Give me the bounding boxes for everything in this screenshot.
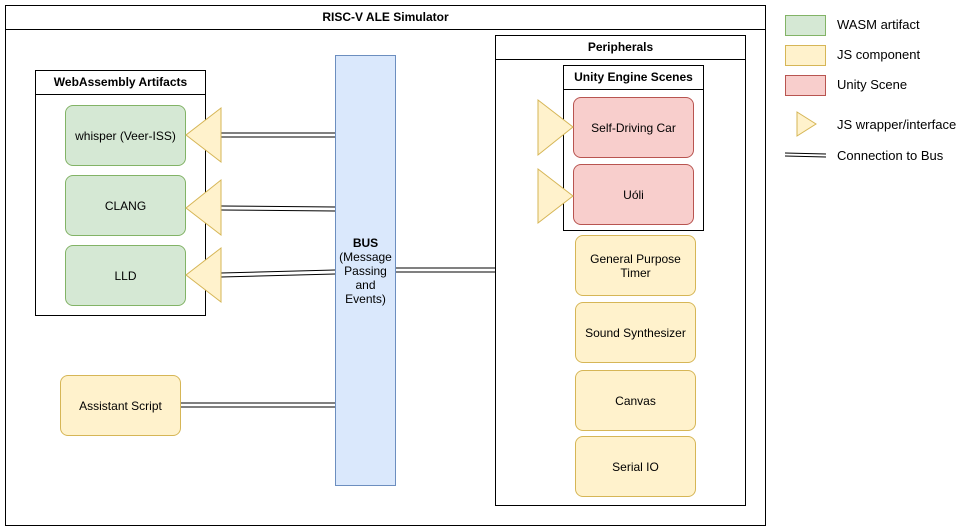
sound-synthesizer-node: Sound Synthesizer: [575, 302, 696, 363]
legend-swatch-wasm: [785, 15, 826, 36]
unity-scenes-title: Unity Engine Scenes: [564, 66, 703, 90]
canvas-node: Canvas: [575, 370, 696, 431]
legend: WASM artifact JS component Unity Scene J…: [780, 10, 970, 170]
general-purpose-timer-label: General Purpose Timer: [590, 251, 681, 280]
legend-wrapper-triangle-icon: [796, 111, 817, 137]
wrapper-whisper-triangle: [185, 106, 222, 164]
bus-title: BUS: [352, 235, 379, 250]
general-purpose-timer-node: General Purpose Timer: [575, 235, 696, 296]
legend-label-connection: Connection to Bus: [837, 148, 944, 163]
legend-connection-icon: [785, 152, 827, 158]
assistant-script-label: Assistant Script: [79, 398, 162, 413]
connector-clang-bus-a: [220, 205, 336, 208]
unity-uoli-label: Uóli: [623, 187, 644, 202]
serial-io-label: Serial IO: [612, 459, 659, 474]
legend-label-unity: Unity Scene: [837, 77, 908, 92]
connector-lld-bus-b: [220, 273, 336, 278]
simulator-title: RISC-V ALE Simulator: [6, 6, 765, 30]
wasm-lld-label: LLD: [114, 268, 137, 283]
wrapper-clang-triangle: [185, 178, 222, 237]
wasm-lld-node: LLD: [65, 245, 186, 306]
wasm-artifacts-title: WebAssembly Artifacts: [36, 71, 205, 95]
wasm-clang-node: CLANG: [65, 175, 186, 236]
legend-swatch-unity: [785, 75, 826, 96]
wasm-clang-label: CLANG: [104, 198, 147, 213]
legend-label-wrapper: JS wrapper/interface: [837, 117, 957, 132]
connector-lld-bus-a: [220, 269, 336, 274]
legend-swatch-js: [785, 45, 826, 66]
unity-self-driving-car-node: Self-Driving Car: [573, 97, 694, 158]
unity-self-driving-car-label: Self-Driving Car: [591, 120, 676, 135]
bus-subtitle: (Message Passing and Events): [339, 249, 392, 306]
serial-io-node: Serial IO: [575, 436, 696, 497]
wrapper-lld-triangle: [185, 246, 222, 304]
legend-label-wasm: WASM artifact: [837, 17, 920, 32]
bus-node: BUS (Message Passing and Events): [335, 55, 396, 486]
canvas-label: Canvas: [615, 393, 656, 408]
legend-label-js: JS component: [837, 47, 921, 62]
unity-uoli-node: Uóli: [573, 164, 694, 225]
wrapper-self-driving-car-triangle: [537, 98, 574, 157]
wasm-whisper-node: whisper (Veer-ISS): [65, 105, 186, 166]
wrapper-uoli-triangle: [537, 167, 574, 225]
peripherals-title: Peripherals: [496, 36, 745, 60]
connector-clang-bus-b: [220, 209, 336, 212]
sound-synthesizer-label: Sound Synthesizer: [585, 325, 686, 340]
wasm-whisper-label: whisper (Veer-ISS): [75, 128, 176, 143]
assistant-script-node: Assistant Script: [60, 375, 181, 436]
